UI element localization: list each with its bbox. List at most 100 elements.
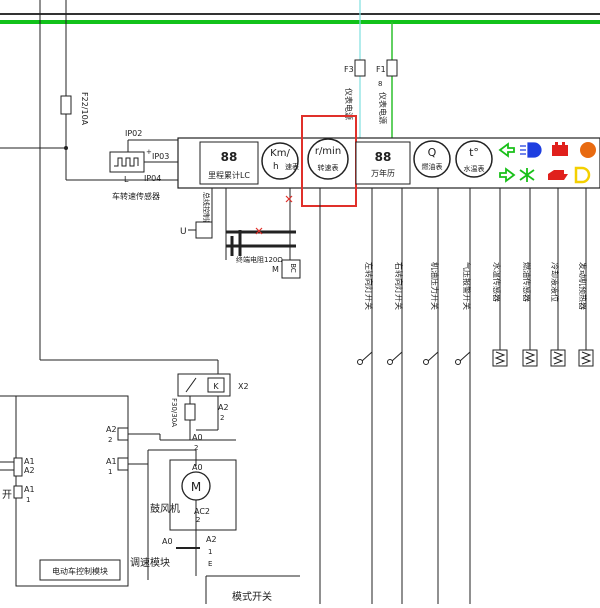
speed-module-label: 调速模块 <box>130 557 170 569</box>
switch-lever <box>361 351 373 362</box>
switch-contact <box>455 359 461 365</box>
left-turn-indicator-icon <box>498 142 515 158</box>
module-title: 电动车控制模块 <box>52 566 108 576</box>
tachometer-gauge <box>307 138 349 180</box>
side-a1: A1 <box>24 457 35 466</box>
odometer-digits: 88 <box>221 150 238 164</box>
relay-contact <box>185 377 197 393</box>
terminal-u: U <box>180 227 187 237</box>
f3-vertical-label: 仪表电源 <box>344 88 354 120</box>
blower-a0b-top: A0 <box>192 463 203 472</box>
ip04-label: IP04 <box>144 174 161 183</box>
sensor-resistor <box>522 349 538 367</box>
sensor-zigzag <box>494 351 506 365</box>
fuel-label: 燃油表 <box>422 162 443 171</box>
mode-switch-label: 模式开关 <box>232 590 272 603</box>
module-a1-num: 1 <box>108 468 112 476</box>
sensor-zigzag <box>524 351 536 365</box>
switch-lever <box>427 351 439 362</box>
speed-label: 速表 <box>285 162 299 171</box>
switch-lever <box>459 351 471 362</box>
module-pin <box>117 427 129 441</box>
speed-sensor-box <box>109 151 145 173</box>
module-a2-num: 2 <box>108 436 112 444</box>
motor-label: 终端电阻120Ω <box>236 255 283 264</box>
speed-unit-top: Km/ <box>270 148 290 159</box>
switch-label: 冷却液液位 <box>550 262 560 302</box>
temp-label: 水温表 <box>464 164 485 173</box>
relay-a2-label: A2 <box>218 403 229 412</box>
connector-block <box>195 221 213 239</box>
blower-a0: A0 <box>192 433 203 442</box>
oil-indicator-icon <box>548 170 568 180</box>
side-connector <box>13 485 23 499</box>
high-beam-indicator-icon <box>520 142 542 158</box>
fog-light-indicator-icon <box>519 168 535 182</box>
f1-label: F1 <box>376 65 386 74</box>
odometer-lcd <box>199 141 259 185</box>
battery-terminal <box>562 142 565 145</box>
side-connector <box>13 457 23 477</box>
blower-a0b: A0 <box>162 537 173 546</box>
relay-coil <box>207 377 225 393</box>
battery-indicator-icon <box>552 145 568 156</box>
temp-gauge <box>455 140 493 178</box>
switch-lever <box>391 351 403 362</box>
f30-fuse <box>184 403 196 421</box>
module-a2-label: A2 <box>106 425 117 434</box>
relay-k-label: K <box>213 382 219 391</box>
sensor-resistor <box>492 349 508 367</box>
bus-controller-vertical-label: 总线控制器 <box>202 192 211 227</box>
f1-fuse <box>386 59 398 77</box>
blower-num1: 1 <box>208 548 212 556</box>
side-num: 1 <box>26 496 30 504</box>
l-label: L <box>124 175 129 184</box>
switch-label: 左转向灯开关 <box>364 262 374 310</box>
module-a1-label: A1 <box>106 457 117 466</box>
brake-indicator-icon <box>574 166 591 184</box>
m-label: M <box>272 265 279 274</box>
relay-a2-num: 2 <box>220 414 224 422</box>
speed-unit-bottom: h <box>273 162 279 172</box>
blower-e: E <box>208 560 212 568</box>
blower-frame <box>169 459 237 531</box>
f30-label: F30/30A <box>170 398 178 427</box>
fuel-symbol: Q <box>428 146 437 159</box>
calendar-label: 万年历 <box>371 168 395 178</box>
ac-num: 2 <box>196 516 200 524</box>
f3-label: F3 <box>344 65 354 74</box>
battery-terminal <box>555 142 558 145</box>
control-module-box <box>15 395 129 587</box>
switch-contact <box>357 359 363 365</box>
speedometer-gauge <box>261 142 299 180</box>
blower-a2b: A2 <box>206 535 217 544</box>
switch-label: 机油压力开关 <box>430 262 440 310</box>
switch-label: 水温传感器 <box>492 262 502 302</box>
f3-fuse <box>354 59 366 77</box>
switch-contact <box>387 359 393 365</box>
temp-symbol: t° <box>469 146 479 159</box>
ip03-label: IP03 <box>152 152 169 161</box>
blower-motor-symbol: M <box>191 480 201 494</box>
bc-block <box>281 259 301 279</box>
pulse-symbol <box>114 157 139 167</box>
sensor-zigzag <box>552 351 564 365</box>
blower-a0-num: 2 <box>194 444 198 452</box>
open-label: 开 <box>2 490 12 501</box>
plus-label: + <box>146 148 152 156</box>
switch-label: 燃油传感器 <box>522 262 532 302</box>
rpm-unit: r/min <box>315 146 341 157</box>
bc-label: BC <box>289 263 297 273</box>
right-turn-indicator-icon <box>499 167 516 183</box>
odometer-label: 里程累计LC <box>208 170 250 180</box>
calendar-lcd <box>355 141 411 185</box>
ip02-label: IP02 <box>125 129 142 138</box>
f1-number: 8 <box>378 80 382 88</box>
twisted-pair <box>226 230 296 256</box>
sensor-zigzag <box>580 351 592 365</box>
switch-label: 右转向灯开关 <box>394 262 404 310</box>
blower-label: 鼓风机 <box>150 502 180 515</box>
sensor-resistor <box>578 349 594 367</box>
